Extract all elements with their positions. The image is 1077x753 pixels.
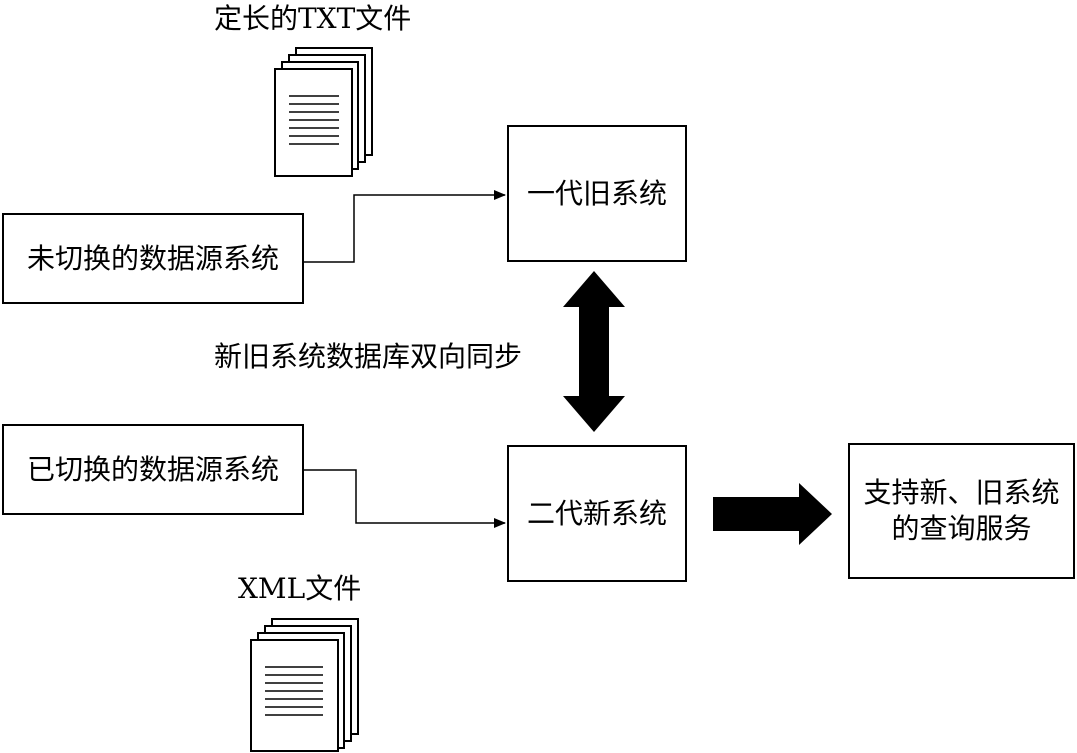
unswitched-source-box: 未切换的数据源系统	[2, 213, 304, 304]
txt-file-label: 定长的TXT文件	[214, 2, 412, 35]
new-system-box: 二代新系统	[507, 445, 687, 582]
switched-source-label: 已切换的数据源系统	[26, 452, 279, 486]
old-system-label: 一代旧系统	[526, 176, 667, 210]
sync-double-arrow	[563, 271, 625, 432]
txt-document-stack-icon	[274, 47, 373, 177]
xml-document-stack-icon	[250, 618, 359, 752]
edge-switched-to-new	[304, 469, 506, 528]
xml-file-label: XML文件	[238, 572, 362, 605]
new-system-label: 二代新系统	[526, 496, 667, 530]
query-service-line-2: 的查询服务	[891, 512, 1032, 545]
sync-label: 新旧系统数据库双向同步	[214, 340, 523, 373]
query-service-box: 支持新、旧系统 的查询服务	[848, 443, 1075, 579]
unswitched-source-label: 未切换的数据源系统	[26, 241, 279, 275]
old-system-box: 一代旧系统	[507, 125, 687, 262]
service-block-arrow	[713, 483, 832, 545]
switched-source-box: 已切换的数据源系统	[2, 424, 304, 515]
query-service-line-1: 支持新、旧系统	[863, 476, 1060, 509]
edge-unswitched-to-old	[304, 190, 506, 263]
